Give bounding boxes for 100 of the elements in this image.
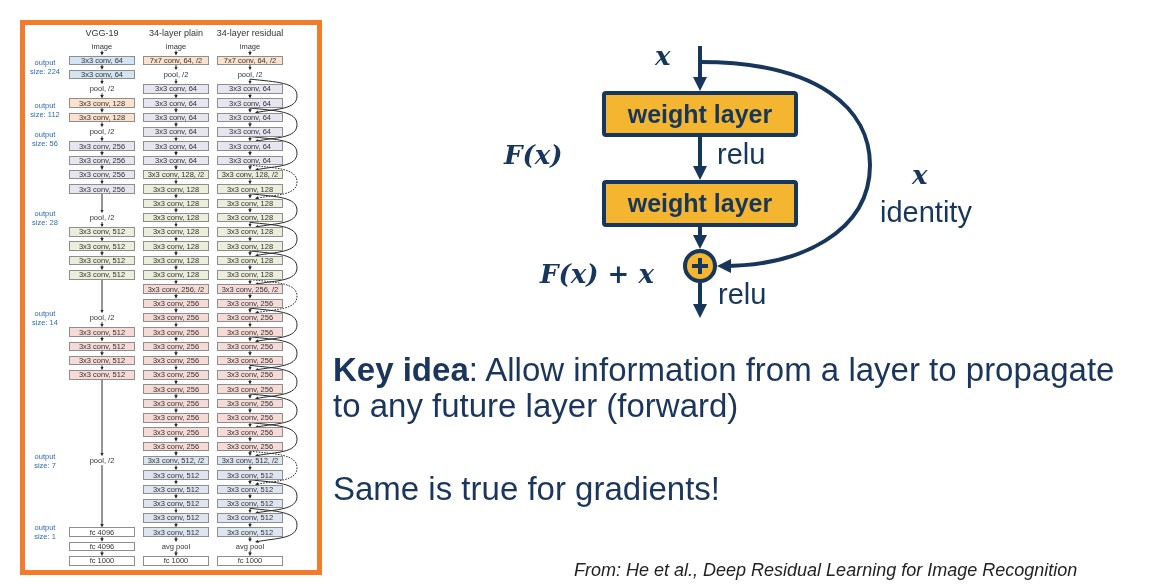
figure-frame [20, 20, 322, 575]
arrow [174, 236, 178, 242]
arrow [100, 92, 104, 99]
arrow [174, 536, 178, 542]
arrow [100, 364, 104, 371]
sum-circle [683, 249, 717, 283]
arrow [100, 250, 104, 256]
arrow [248, 436, 252, 442]
arrow [248, 150, 252, 156]
curved-arrow [249, 393, 298, 429]
curved-arrow [249, 364, 298, 400]
arrow [174, 436, 178, 442]
column-title: VGG-19 [85, 27, 119, 39]
arrow [692, 283, 708, 319]
arrow [100, 264, 104, 271]
arrow [174, 150, 178, 156]
arrow [100, 178, 104, 185]
arrow [100, 107, 104, 113]
arrow [248, 407, 252, 414]
arrow [100, 78, 104, 85]
curved-arrow [249, 307, 298, 343]
arrow [692, 227, 708, 250]
math-label: F(x) [504, 140, 563, 170]
curved-arrow [249, 107, 298, 143]
arrow [248, 178, 252, 185]
arrow [248, 236, 252, 242]
arrow [248, 450, 252, 456]
arrow [174, 50, 178, 56]
edge-label: relu [717, 138, 766, 171]
curved-arrow [249, 164, 298, 200]
arrow [174, 321, 178, 328]
arrow [248, 193, 252, 199]
curved-arrow [249, 221, 298, 257]
arrow [248, 107, 252, 113]
arrow [248, 164, 252, 170]
arrow [174, 207, 178, 213]
arrow [174, 193, 178, 199]
weight-layer-box: weight layer [602, 180, 798, 227]
arrow [248, 522, 252, 528]
arrow [174, 522, 178, 528]
arrow [100, 164, 104, 170]
curved-arrow [249, 479, 298, 515]
arrow [100, 50, 104, 56]
arrow [248, 264, 252, 271]
edge-label: identity [880, 196, 972, 229]
arrow [100, 336, 104, 342]
arrow [100, 193, 104, 214]
arrow [100, 379, 104, 457]
arrow [174, 264, 178, 271]
arrow [100, 536, 104, 542]
arrow [174, 479, 178, 485]
source-citation: From: He et al., Deep Residual Learning for Image Recognition [574, 560, 1078, 581]
arrow [248, 93, 252, 99]
curved-arrow [249, 450, 298, 486]
arrow [174, 250, 178, 256]
arrow [248, 493, 252, 499]
arrow [174, 379, 178, 385]
arrow [248, 364, 252, 371]
arrow [100, 236, 104, 242]
arrow [692, 46, 708, 92]
arrow [248, 221, 252, 228]
arrow [174, 164, 178, 170]
arrow [100, 135, 104, 142]
curved-arrow [249, 193, 298, 229]
curved-arrow [699, 60, 872, 273]
arrow [248, 422, 252, 428]
arrow [100, 279, 104, 314]
arrow [248, 507, 252, 514]
arrow [174, 93, 178, 99]
math-label: F(x) + x [540, 259, 654, 289]
weight-layer-box: weight layer [602, 91, 798, 137]
math-label: x [912, 160, 928, 190]
column-title: 34-layer residual [216, 27, 284, 39]
arrow [248, 393, 252, 399]
arrow [100, 464, 104, 528]
note-text: Same is true for gradients! [333, 471, 720, 507]
arrow [174, 464, 178, 471]
key-idea-text: Key idea: Allow information from a layer to propagate to any future layer (forward) [333, 352, 1116, 424]
arrow [248, 279, 252, 285]
arrow [174, 107, 178, 113]
arrow [174, 307, 178, 313]
arrow [174, 136, 178, 142]
arrow [100, 121, 104, 128]
arrow [174, 121, 178, 128]
arrow [100, 221, 104, 228]
arrow [248, 250, 252, 256]
arrow [174, 178, 178, 185]
arrow [248, 350, 252, 356]
arrow [174, 407, 178, 414]
arrow [174, 422, 178, 428]
curved-arrow [249, 78, 298, 114]
arrow [174, 336, 178, 342]
curved-arrow [249, 507, 298, 544]
arrow [248, 321, 252, 328]
arrow [248, 536, 252, 542]
arrow [100, 321, 104, 328]
curved-arrow [249, 336, 298, 372]
arrow [174, 78, 178, 85]
arrow [248, 379, 252, 385]
arrow [100, 64, 104, 70]
